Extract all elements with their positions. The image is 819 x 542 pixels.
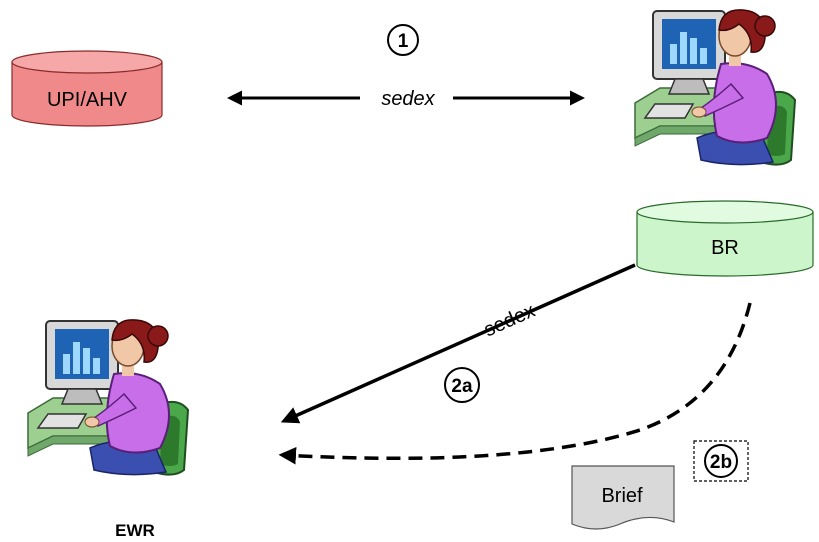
- brief-label: Brief: [601, 485, 643, 507]
- upi-ahv-database: UPI/AHV: [11, 50, 163, 127]
- br-label: BR: [711, 237, 739, 259]
- sedex-top-connector: sedex: [227, 88, 585, 110]
- upi-ahv-label: UPI/AHV: [47, 89, 128, 111]
- ewr-label: EWR: [115, 521, 155, 540]
- step-2b-label: 2b: [710, 452, 732, 473]
- step-1-badge: 1: [387, 24, 419, 56]
- step-2a-label: 2a: [451, 376, 473, 397]
- sedex-top-label: sedex: [381, 88, 435, 110]
- sedex-diagonal-label: sedex: [481, 300, 539, 342]
- step-2a-badge: 2a: [444, 367, 480, 403]
- ewr-user-figure: [27, 318, 189, 476]
- step-2b-badge: 2b: [693, 440, 749, 482]
- postal-dashed-connector: [278, 302, 752, 465]
- br-database: BR: [636, 200, 814, 277]
- br-user-figure: [634, 8, 796, 166]
- brief-document: Brief: [571, 465, 675, 530]
- step-1-label: 1: [398, 31, 409, 52]
